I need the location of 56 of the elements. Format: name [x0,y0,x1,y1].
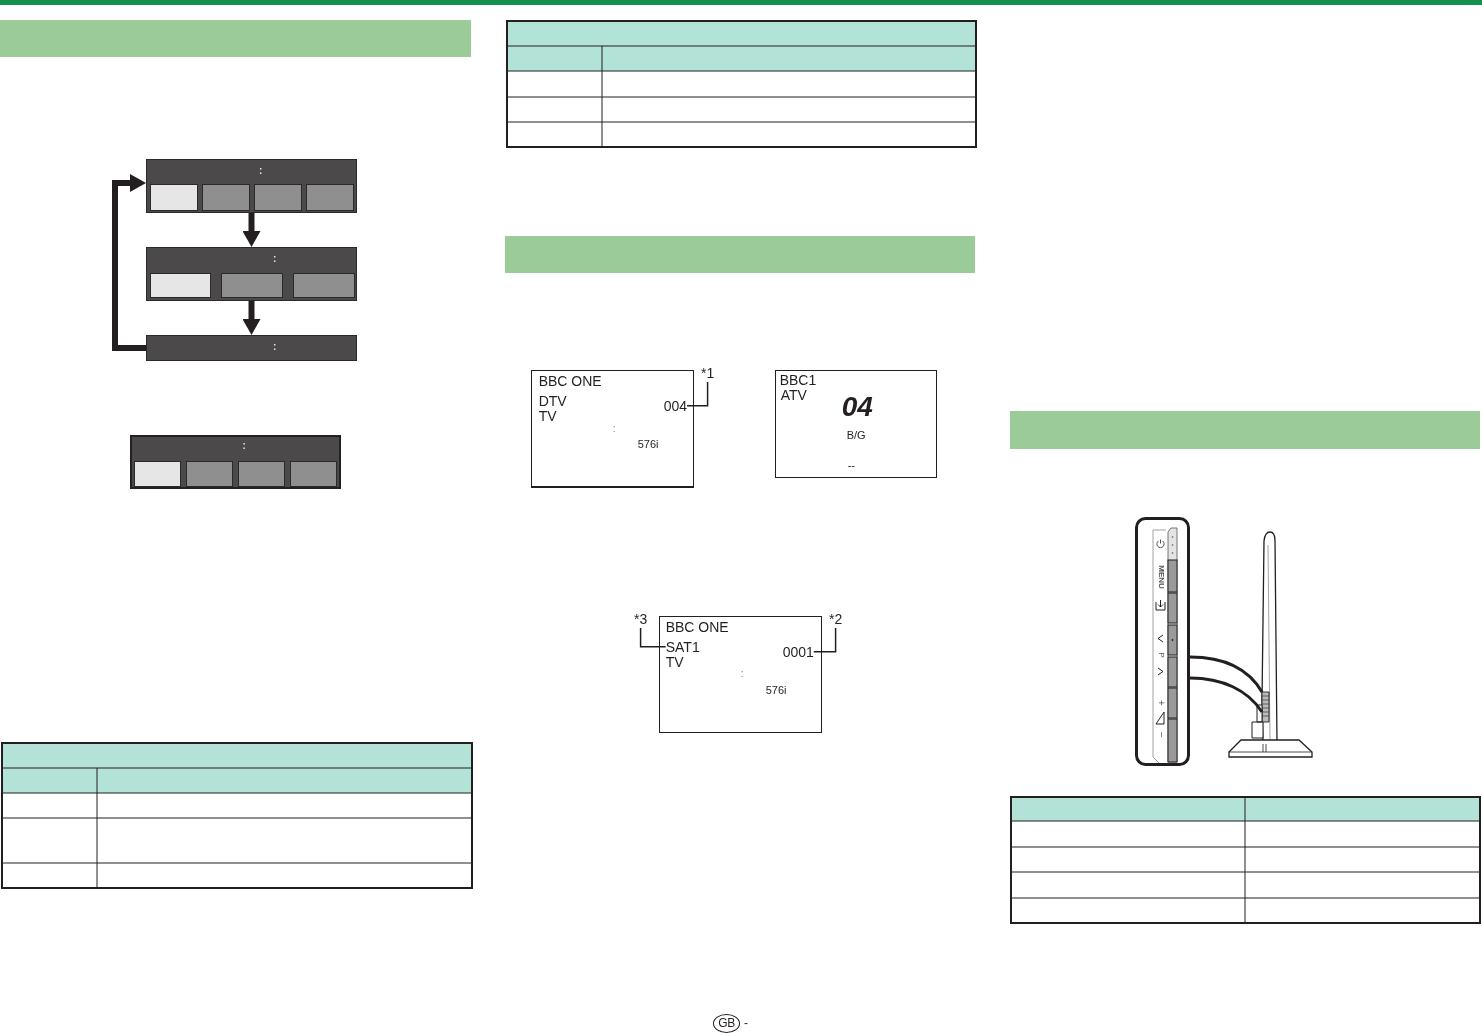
on-screen-display-frame [531,370,694,488]
option-tile [254,184,302,211]
flow-arrow [242,213,261,247]
service-type-text: TV [665,654,684,669]
button-label-text: MENU [1156,565,1165,589]
option-tile [306,184,354,211]
channel-name-text: BBC ONE [538,373,602,388]
resolution-text: 576i [637,438,659,450]
flow-arrow [112,174,146,351]
placeholder-dashes: -- [847,459,855,471]
option-tile [293,273,355,298]
channel-name-text: BBC1 [779,372,817,387]
on-screen-display-frame [775,370,937,478]
separator-colon: : [259,166,263,176]
option-tile [133,460,181,487]
button-label-text: + [1155,700,1166,706]
option-tile [150,184,198,211]
menu-panel [130,435,341,489]
channel-number-text: 04 [841,392,873,421]
section-heading-band [505,236,975,273]
option-tile [289,460,337,487]
input-source-text: ATV [780,387,807,402]
flow-arrow [242,301,261,335]
input-source-text: SAT1 [665,639,700,654]
separator-colon: : [273,342,277,352]
service-type-text: TV [538,408,557,423]
leader-line [639,627,667,648]
on-screen-display-frame [659,616,822,733]
callout-number: *1 [701,366,715,380]
button-label-text: − [1155,732,1166,738]
menu-panel [146,159,357,213]
separator-colon: : [273,254,277,264]
menu-panel [146,247,357,301]
sound-system-text: B/G [846,429,866,441]
section-heading-band [0,20,471,57]
option-tile [221,273,283,298]
section-heading-band [1010,411,1480,449]
option-tile [202,184,250,211]
input-source-text: DTV [538,393,567,408]
option-tile [237,460,285,487]
option-tile [185,460,233,487]
channel-number-text: 004 [663,398,688,413]
leader-line [813,627,837,653]
resolution-text: 576i [765,684,787,696]
callout-number: *2 [829,612,843,626]
channel-number-text: 0001 [782,644,814,659]
button-label-text: P [1156,652,1165,658]
separator-colon: : [740,668,744,679]
leader-line [686,381,709,407]
separator-colon: : [612,423,616,434]
footer-dash-text: - [744,1017,748,1029]
menu-panel [146,335,357,361]
callout-number: *3 [634,612,648,626]
option-tile [150,273,211,298]
separator-colon: : [242,440,246,451]
channel-name-text: BBC ONE [665,619,729,634]
